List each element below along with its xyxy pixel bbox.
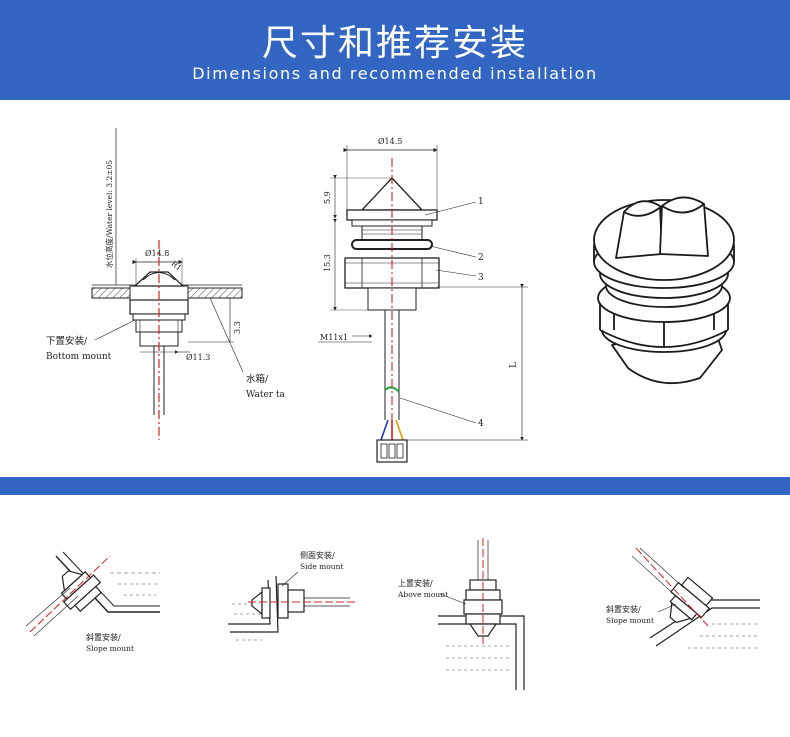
figure-isometric-product [593, 196, 735, 385]
dim-top-diameter-2: Ø14.5 [378, 137, 402, 146]
dim-5-9: 5.9 [323, 191, 332, 204]
bottom-mount-label-en: Bottom mount [46, 352, 112, 362]
above-mount-en: Above mount [397, 590, 448, 599]
example-above-mount: 上置安装/ Above mount [397, 538, 525, 690]
dim-side: 3.3 [233, 321, 242, 334]
header-banner: 尺寸和推荐安装 Dimensions and recommended insta… [0, 0, 790, 100]
dim-thread: M11x1 [320, 333, 348, 342]
callout-2: 2 [478, 253, 484, 263]
title-english: Dimensions and recommended installation [192, 64, 598, 83]
side-mount-en: Side mount [300, 562, 343, 571]
title-chinese: 尺寸和推荐安装 [261, 23, 528, 64]
above-mount-cn: 上置安装/ [398, 578, 433, 588]
slope-mount-1-en: Slope mount [86, 644, 134, 653]
example-slope-mount-2: 斜置安装/ Slope mount [606, 547, 760, 649]
callout-1: 1 [478, 197, 484, 207]
callout-4: 4 [478, 419, 484, 429]
slope-mount-1-cn: 斜置安装/ [86, 632, 121, 642]
bottom-mount-label-cn: 下置安装/ [46, 335, 88, 347]
dim-radius: R1 [170, 259, 184, 273]
example-slope-mount-1: 斜置安装/ Slope mount [25, 551, 160, 653]
figure-dimension-view: Ø14.5 5.9 15.3 M11x1 [318, 137, 528, 463]
dim-length: L [509, 362, 519, 368]
side-mount-cn: 侧面安装/ [300, 550, 335, 560]
dim-top-diameter: Ø14.8 [145, 249, 169, 258]
water-level-label: 水位高度/Water level: 3.2±05 [104, 160, 114, 268]
callout-3: 3 [478, 273, 484, 283]
dim-15-3: 15.3 [323, 254, 332, 272]
water-tank-label-cn: 水箱/ [246, 373, 269, 385]
slope-mount-2-cn: 斜置安装/ [606, 604, 641, 614]
section-separator-bar [0, 477, 790, 495]
slope-mount-2-en: Slope mount [606, 616, 654, 625]
dim-bottom-diameter: Ø11.3 [186, 353, 210, 362]
water-tank-label-en: Water ta [246, 390, 286, 400]
example-side-mount: 侧面安装/ Side mount [228, 550, 356, 641]
figure-bottom-mount: 水位高度/Water level: 3.2±05 Ø14.8 R1 Ø11.3 … [46, 128, 286, 440]
